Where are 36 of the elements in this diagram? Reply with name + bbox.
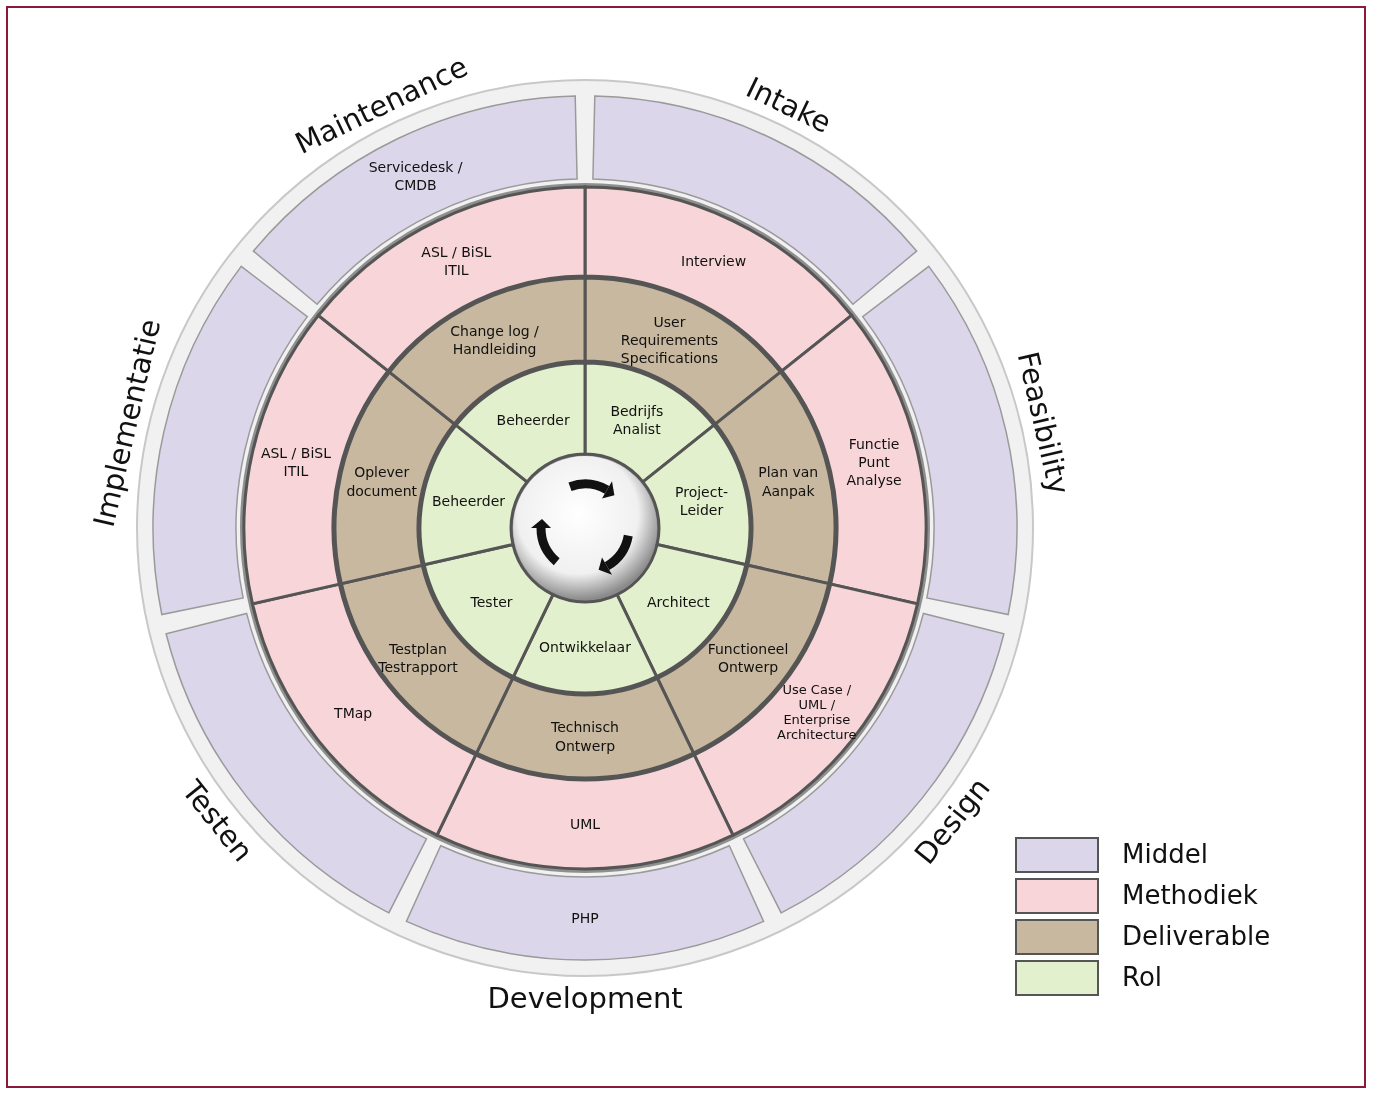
segment-label: Beheerder bbox=[496, 411, 570, 430]
segment-label: ASL / BiSL ITIL bbox=[420, 242, 493, 280]
segment-label: Beheerder bbox=[431, 492, 506, 511]
ring-segment bbox=[454, 361, 587, 484]
legend-label: Rol bbox=[1122, 962, 1163, 992]
ring-segment bbox=[435, 753, 735, 870]
segment-label: Tester bbox=[470, 593, 513, 612]
segment-label: Use Case / UML / Enterprise Architecture bbox=[776, 683, 858, 743]
ring-segment bbox=[418, 423, 529, 567]
segment-label: Ontwikkelaar bbox=[539, 638, 631, 657]
segment-label: Functie Punt Analyse bbox=[845, 434, 903, 490]
ring-segment bbox=[475, 677, 695, 779]
segment-label: Oplever document bbox=[345, 463, 419, 500]
segment-label: TMap bbox=[334, 703, 373, 722]
segment-label: UML bbox=[569, 815, 601, 834]
segment-label: Plan van Aanpak bbox=[757, 463, 820, 500]
ring-segment bbox=[405, 845, 765, 960]
segment-label: Bedrijfs Analist bbox=[609, 402, 665, 439]
segment-label: Servicedesk / CMDB bbox=[367, 157, 464, 195]
legend-label: Methodiek bbox=[1122, 880, 1258, 910]
segment-label: Architect bbox=[647, 593, 710, 612]
segment-label: ASL / BiSL ITIL bbox=[259, 443, 332, 481]
segment-label: Project-Leider bbox=[674, 483, 729, 520]
segment-label: Change log / Handleiding bbox=[449, 321, 540, 359]
ring-segment bbox=[583, 185, 854, 373]
phase-title: Feasibility bbox=[1010, 348, 1076, 498]
segment-label: Testplan Testrapport bbox=[377, 639, 459, 677]
legend-label: Middel bbox=[1122, 839, 1208, 869]
segment-label: Technisch Ontwerp bbox=[550, 718, 620, 755]
segment-label: Interview bbox=[681, 251, 747, 270]
segment-label: User Requirements Specifications bbox=[619, 312, 720, 368]
ring-segment bbox=[388, 276, 587, 426]
legend-label: Deliverable bbox=[1122, 921, 1271, 951]
phase-title: Development bbox=[487, 981, 683, 1015]
segment-label: Functioneel Ontwerp bbox=[706, 639, 790, 677]
segment-label: PHP bbox=[571, 909, 599, 928]
